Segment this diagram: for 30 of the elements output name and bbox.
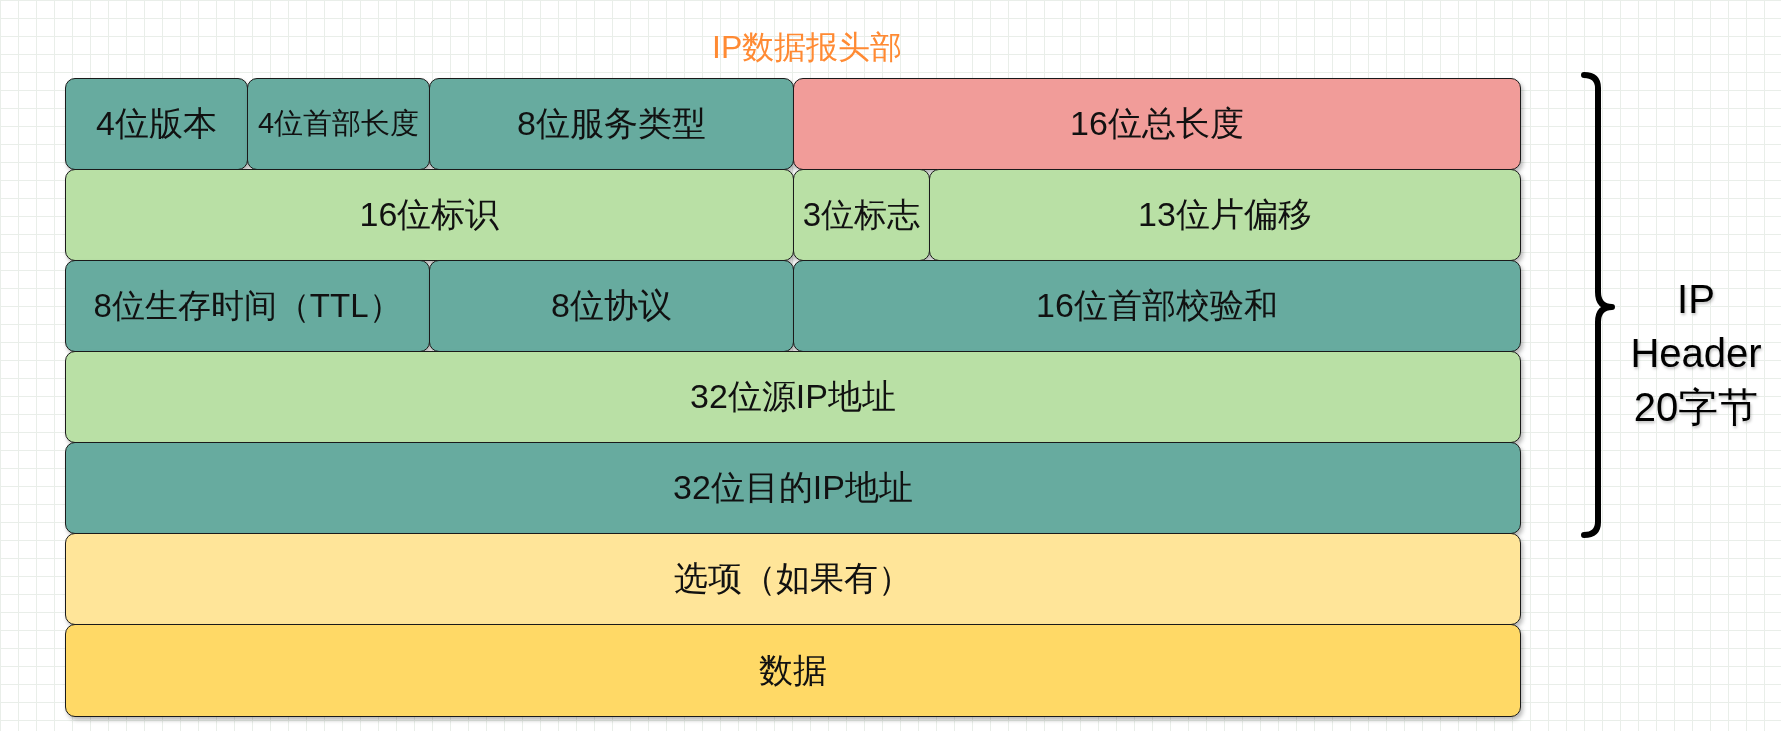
field-label: 32位目的IP地址 xyxy=(673,468,913,508)
field-box xyxy=(247,78,430,170)
field-box xyxy=(793,260,1521,352)
field-box xyxy=(793,169,930,261)
diagram-title: IP数据报头部 xyxy=(712,28,903,67)
field-label: 3位标志 xyxy=(802,196,921,234)
field-label: 8位服务类型 xyxy=(517,104,706,144)
field-box xyxy=(429,260,794,352)
field-label: 16位标识 xyxy=(359,195,500,235)
field-box xyxy=(65,533,1521,625)
field-label: 8位生存时间（TTL） xyxy=(93,287,402,325)
header-size-label: IP Header 20字节 xyxy=(1629,276,1763,431)
field-label: 选项（如果有） xyxy=(674,559,912,599)
field-box xyxy=(429,78,794,170)
field-label: 32位源IP地址 xyxy=(690,377,896,417)
field-box xyxy=(65,169,794,261)
field-box xyxy=(929,169,1521,261)
field-box xyxy=(65,78,248,170)
field-label: 4位版本 xyxy=(96,104,217,144)
field-label: 4位首部长度 xyxy=(257,107,420,141)
field-box xyxy=(65,442,1521,534)
field-box xyxy=(65,351,1521,443)
field-box xyxy=(65,260,430,352)
field-label: 数据 xyxy=(759,650,827,691)
field-label: 13位片偏移 xyxy=(1138,195,1312,235)
field-label: 16位总长度 xyxy=(1070,104,1244,144)
field-label: 8位协议 xyxy=(551,286,672,326)
field-box xyxy=(793,78,1521,170)
field-box xyxy=(65,624,1521,717)
field-label: 16位首部校验和 xyxy=(1036,286,1278,326)
